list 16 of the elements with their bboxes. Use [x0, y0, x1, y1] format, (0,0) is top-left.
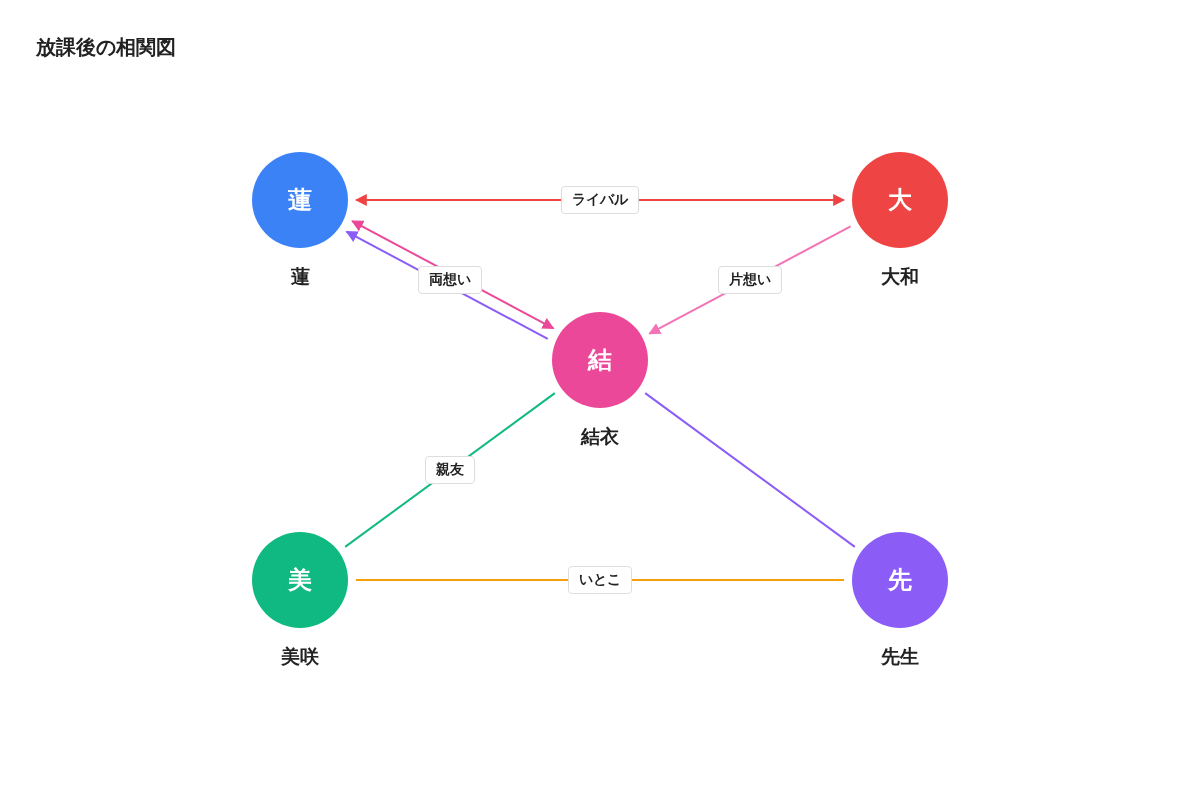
character-circle: 大	[852, 152, 948, 248]
character-name: 先生	[881, 644, 919, 669]
character-name: 蓮	[290, 264, 310, 289]
diagram-title: 放課後の相関図	[36, 34, 176, 61]
edge-label: 親友	[425, 456, 475, 484]
character-circle: 蓮	[252, 152, 348, 248]
edge-label: 片想い	[718, 266, 782, 294]
edge-label: 両想い	[418, 266, 482, 294]
edge-label: いとこ	[568, 566, 632, 594]
edge-label: ライバル	[561, 186, 639, 214]
character-name: 大和	[881, 264, 919, 289]
character-circle: 美	[252, 532, 348, 628]
character-circle: 結	[552, 312, 648, 408]
character-circle: 先	[852, 532, 948, 628]
character-name: 美咲	[281, 644, 319, 669]
character-name: 結衣	[581, 424, 619, 449]
